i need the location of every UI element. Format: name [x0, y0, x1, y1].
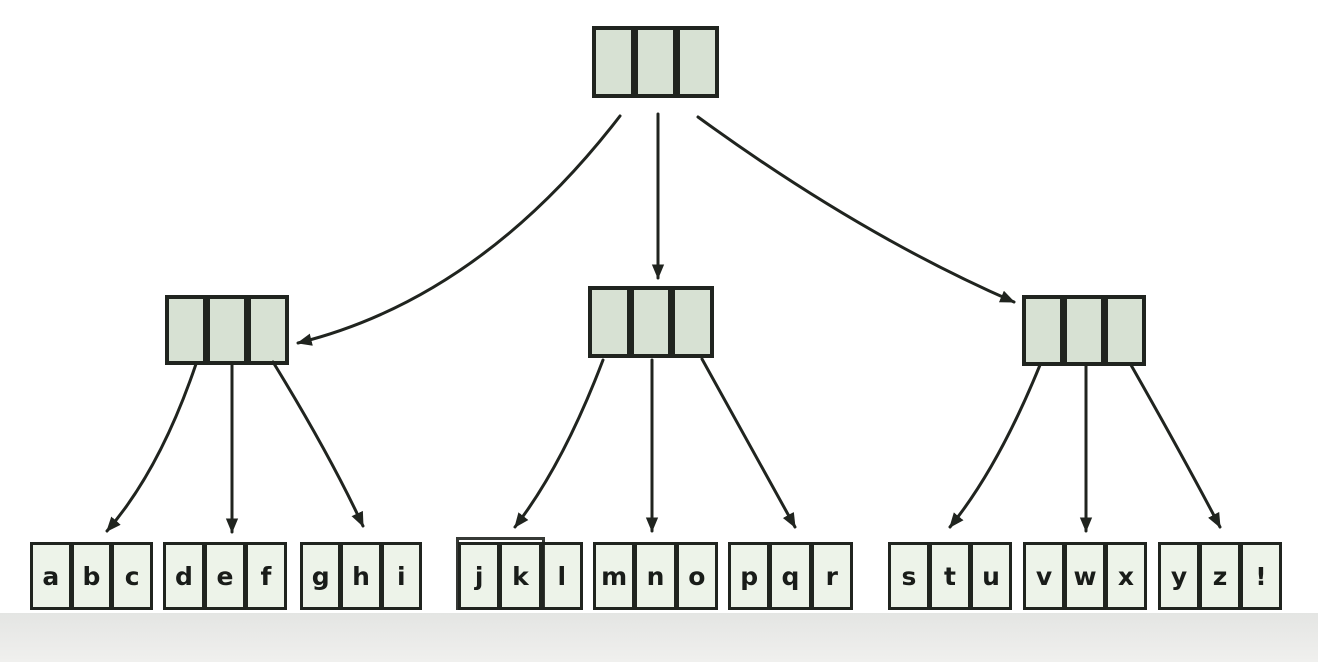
arrow-left-to-abc: [105, 362, 198, 533]
root-cell-3: [676, 26, 719, 98]
leaf-cell-j: j: [458, 542, 501, 610]
leaf-cell-l: l: [540, 542, 583, 610]
leaf-cell-y: y: [1158, 542, 1200, 610]
leaf-group-pqr: p q r: [728, 542, 853, 610]
internal-node-right: [1022, 295, 1146, 366]
arrow-right-to-yz: [1129, 363, 1222, 529]
leaf-group-vwx: v w x: [1023, 542, 1147, 610]
footer-gradient-band: [0, 613, 1318, 662]
arrow-root-to-right: [696, 115, 1016, 304]
leaf-cell-v: v: [1023, 542, 1065, 610]
root-cell-1: [592, 26, 635, 98]
internal-left-cell-2: [206, 295, 248, 365]
root-cell-2: [634, 26, 677, 98]
leaf-group-stu: s t u: [888, 542, 1012, 610]
internal-center-cell-3: [671, 286, 715, 358]
leaf-group-def: d e f: [163, 542, 287, 610]
arrow-left-to-ghi: [271, 360, 365, 528]
leaf-cell-m: m: [593, 542, 636, 610]
leaf-cell-x: x: [1105, 542, 1147, 610]
leaf-cell-w: w: [1064, 542, 1106, 610]
internal-right-cell-3: [1104, 295, 1146, 366]
root-node: [592, 26, 719, 98]
leaf-group-mno: m n o: [593, 542, 718, 610]
arrow-right-to-stu: [948, 363, 1042, 529]
leaf-group-ghi: g h i: [300, 542, 422, 610]
arrow-center-to-jkl: [513, 358, 605, 529]
arrow-center-to-pqr: [700, 357, 797, 529]
internal-left-cell-3: [247, 295, 289, 365]
leaf-cell-h: h: [340, 542, 382, 610]
leaf-cell-b: b: [70, 542, 113, 610]
leaf-cell-t: t: [929, 542, 971, 610]
internal-node-center: [588, 286, 715, 358]
leaf-cell-r: r: [810, 542, 853, 610]
leaf-cell-s: s: [888, 542, 930, 610]
leaf-cell-z: z: [1199, 542, 1241, 610]
leaf-cell-n: n: [634, 542, 677, 610]
internal-node-left: [165, 295, 289, 365]
leaf-cell-q: q: [769, 542, 812, 610]
leaf-cell-c: c: [111, 542, 154, 610]
internal-right-cell-2: [1063, 295, 1105, 366]
leaf-group-jkl: j k l: [458, 542, 583, 610]
leaf-cell-u: u: [970, 542, 1012, 610]
leaf-cell-d: d: [163, 542, 205, 610]
internal-right-cell-1: [1022, 295, 1064, 366]
internal-left-cell-1: [165, 295, 207, 365]
leaf-cell-i: i: [380, 542, 422, 610]
leaf-cell-g: g: [300, 542, 342, 610]
leaf-cell-o: o: [675, 542, 718, 610]
leaf-cell-e: e: [204, 542, 246, 610]
leaf-cell-f: f: [245, 542, 287, 610]
leaf-cell-bang: !: [1240, 542, 1282, 610]
leaf-cell-p: p: [728, 542, 771, 610]
internal-center-cell-2: [629, 286, 673, 358]
leaf-group-abc: a b c: [30, 542, 154, 610]
internal-center-cell-1: [588, 286, 631, 358]
leaf-cell-a: a: [30, 542, 72, 610]
leaf-group-yz-bang: y z !: [1158, 542, 1282, 610]
arrow-root-to-left: [296, 114, 622, 346]
leaf-cell-k: k: [499, 542, 542, 610]
